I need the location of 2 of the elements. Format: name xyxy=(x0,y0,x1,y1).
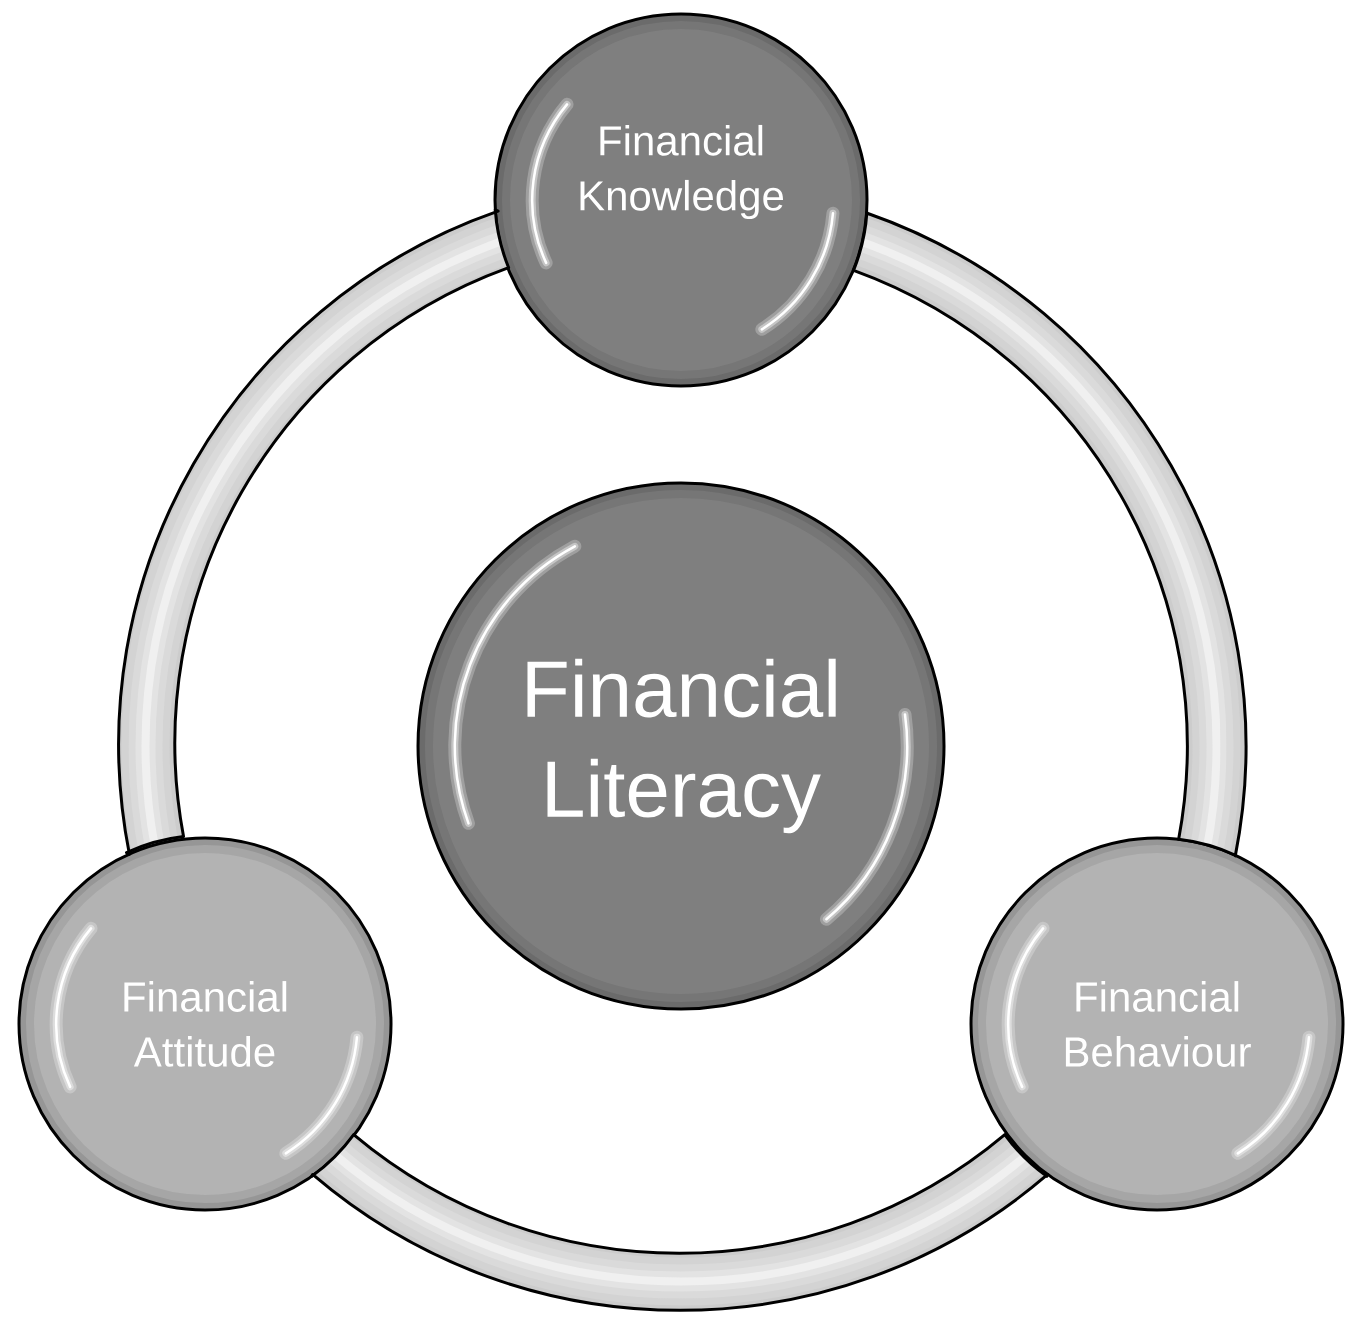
ring-segment xyxy=(117,208,511,856)
ring-segment xyxy=(310,1133,1050,1312)
